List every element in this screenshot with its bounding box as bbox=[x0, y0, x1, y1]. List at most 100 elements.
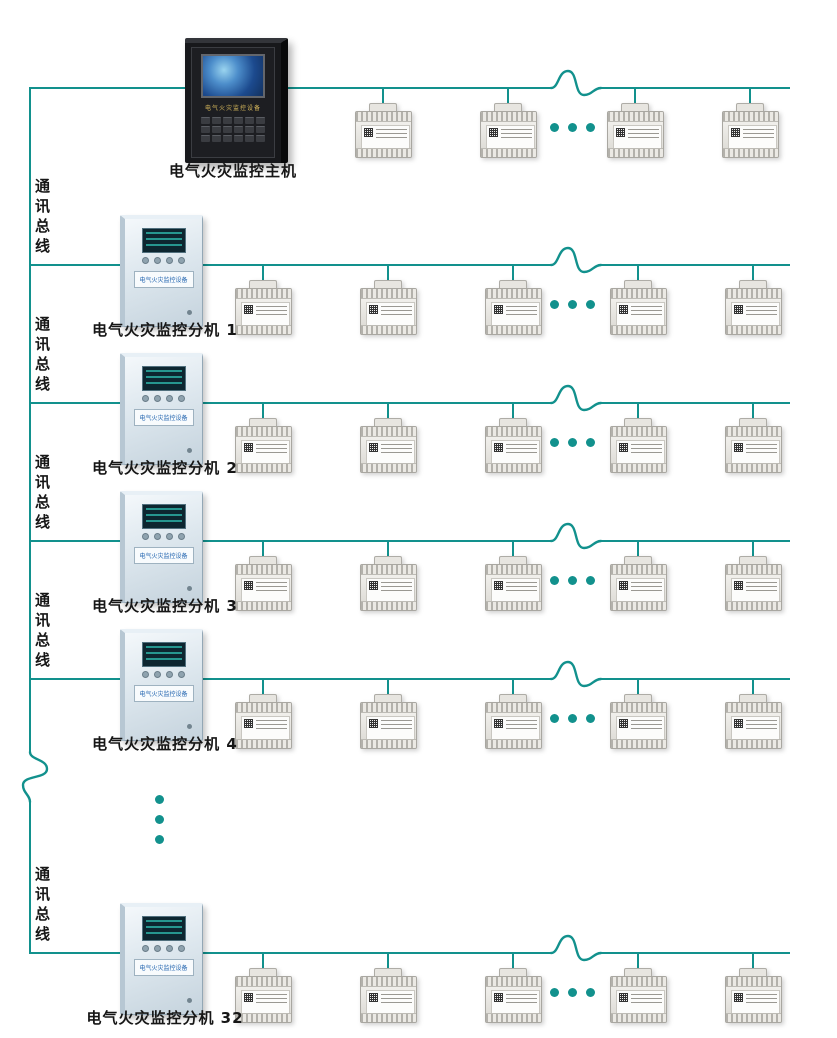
keyhole bbox=[187, 310, 192, 315]
ellipsis-dot bbox=[585, 299, 595, 309]
module-body bbox=[607, 111, 664, 158]
module-top-tab bbox=[374, 694, 402, 704]
module-sticker-textlines bbox=[746, 444, 777, 456]
module-terminal-strip bbox=[726, 325, 781, 334]
module-sticker bbox=[241, 578, 290, 604]
module-drop-line bbox=[752, 541, 754, 556]
detector-module bbox=[610, 418, 667, 473]
module-sticker-textlines bbox=[381, 444, 412, 456]
module-terminal-strip bbox=[236, 565, 291, 575]
bus-label-vertical: 通讯总线 bbox=[34, 865, 50, 943]
host-cabinet: 电气火灾监控设备 bbox=[185, 38, 288, 163]
module-top-tab bbox=[499, 280, 527, 290]
module-drop-line bbox=[387, 953, 389, 968]
module-sticker-textlines bbox=[506, 306, 537, 318]
qr-code-icon bbox=[731, 128, 740, 137]
qr-code-icon bbox=[489, 128, 498, 137]
ellipsis-dot bbox=[549, 987, 559, 997]
detector-module bbox=[360, 280, 417, 335]
module-body bbox=[610, 288, 667, 335]
qr-code-icon bbox=[369, 993, 378, 1002]
module-terminal-strip bbox=[236, 703, 291, 713]
qr-code-icon bbox=[734, 719, 743, 728]
detector-module bbox=[725, 418, 782, 473]
module-drop-line bbox=[512, 541, 514, 556]
module-drop-line bbox=[387, 541, 389, 556]
qr-code-icon bbox=[244, 719, 253, 728]
bus-line-horizontal bbox=[29, 678, 553, 680]
module-sticker-textlines bbox=[506, 582, 537, 594]
bus-line-vertical bbox=[29, 802, 31, 954]
module-terminal-strip bbox=[481, 112, 536, 122]
subunit-screen bbox=[141, 366, 186, 391]
bus-line-horizontal bbox=[29, 87, 553, 89]
module-top-tab bbox=[374, 280, 402, 290]
module-drop-line bbox=[749, 88, 751, 103]
detector-module bbox=[235, 418, 292, 473]
module-terminal-strip bbox=[486, 1013, 541, 1022]
ellipsis-dot bbox=[549, 713, 559, 723]
subunit-screen-content bbox=[145, 920, 182, 937]
subunit-label: 电气火灾监控分机 3 bbox=[92, 597, 238, 615]
module-sticker bbox=[491, 716, 540, 742]
module-sticker bbox=[731, 990, 780, 1016]
module-body bbox=[360, 426, 417, 473]
module-sticker bbox=[366, 302, 415, 328]
module-sticker-textlines bbox=[256, 582, 287, 594]
subunit-name-plate: 电气火灾监控设备 bbox=[133, 959, 194, 976]
module-terminal-strip bbox=[726, 1013, 781, 1022]
module-top-tab bbox=[739, 280, 767, 290]
module-body bbox=[235, 976, 292, 1023]
module-terminal-strip bbox=[361, 601, 416, 610]
module-sticker-textlines bbox=[256, 994, 287, 1006]
module-sticker bbox=[366, 990, 415, 1016]
ellipsis-dot bbox=[549, 437, 559, 447]
detector-module bbox=[355, 103, 412, 158]
bus-line-horizontal bbox=[601, 678, 790, 680]
ellipsis-dot bbox=[585, 575, 595, 585]
detector-module bbox=[610, 280, 667, 335]
ellipsis-dot bbox=[154, 814, 164, 824]
module-terminal-strip bbox=[726, 289, 781, 299]
module-drop-line bbox=[262, 265, 264, 280]
module-sticker-textlines bbox=[746, 582, 777, 594]
module-body bbox=[485, 564, 542, 611]
module-top-tab bbox=[624, 280, 652, 290]
qr-code-icon bbox=[369, 719, 378, 728]
module-drop-line bbox=[387, 679, 389, 694]
module-terminal-strip bbox=[726, 427, 781, 437]
module-body bbox=[610, 976, 667, 1023]
subunit-screen-content bbox=[145, 370, 182, 387]
host-label: 电气火灾监控主机 bbox=[168, 162, 297, 180]
subunit-label: 电气火灾监控分机 4 bbox=[92, 735, 238, 753]
bus-line-horizontal bbox=[601, 402, 790, 404]
module-terminal-strip bbox=[236, 1013, 291, 1022]
module-terminal-strip bbox=[236, 463, 291, 472]
qr-code-icon bbox=[244, 443, 253, 452]
module-terminal-strip bbox=[361, 739, 416, 748]
module-drop-line bbox=[752, 403, 754, 418]
qr-code-icon bbox=[369, 305, 378, 314]
module-terminal-strip bbox=[361, 703, 416, 713]
module-drop-line bbox=[637, 953, 639, 968]
module-sticker bbox=[731, 716, 780, 742]
host-keypad bbox=[201, 117, 265, 142]
qr-code-icon bbox=[244, 993, 253, 1002]
detector-module bbox=[480, 103, 537, 158]
detector-module bbox=[725, 968, 782, 1023]
module-terminal-strip bbox=[236, 601, 291, 610]
detector-module bbox=[485, 694, 542, 749]
module-terminal-strip bbox=[361, 463, 416, 472]
subunit-name-plate: 电气火灾监控设备 bbox=[133, 685, 194, 702]
module-terminal-strip bbox=[726, 463, 781, 472]
module-body bbox=[485, 426, 542, 473]
module-drop-line bbox=[637, 265, 639, 280]
module-body bbox=[235, 564, 292, 611]
module-body bbox=[722, 111, 779, 158]
module-drop-line bbox=[512, 679, 514, 694]
module-body bbox=[235, 426, 292, 473]
subunit-screen-content bbox=[145, 508, 182, 525]
bus-line-horizontal bbox=[29, 540, 553, 542]
detector-module bbox=[360, 418, 417, 473]
